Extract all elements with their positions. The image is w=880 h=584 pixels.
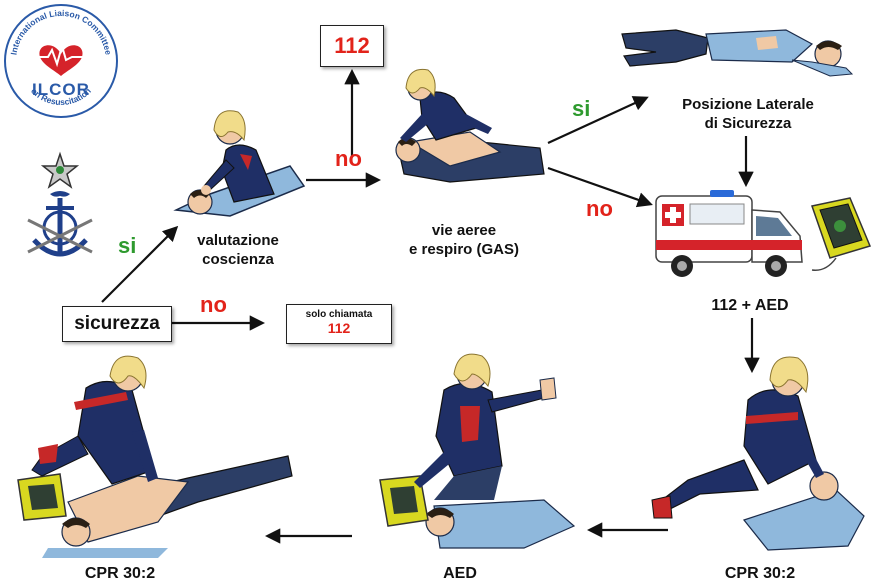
airway-line1: vie aeree: [376, 222, 552, 241]
label-cpr-right: CPR 30:2: [700, 564, 820, 584]
ambulance-icon: [650, 186, 806, 282]
node-112: 112: [320, 25, 384, 67]
call-only-title: solo chiamata: [287, 309, 391, 320]
arrow-breathing-yes: [548, 98, 646, 143]
node-call-only: solo chiamata 112: [286, 304, 392, 344]
edge-label-safety-no: no: [200, 292, 227, 318]
recovery-line2: di Sicurezza: [660, 115, 836, 134]
cpr-right-illustration: [648, 350, 872, 560]
label-aed-step: AED: [410, 564, 510, 584]
label-airway: vie aeree e respiro (GAS): [376, 222, 552, 260]
label-112-aed: 112 + AED: [690, 296, 810, 316]
airway-breathing-illustration: [380, 62, 548, 194]
label-recovery-position: Posizione Laterale di Sicurezza: [660, 96, 836, 134]
label-consciousness: valutazione coscienza: [168, 232, 308, 270]
consciousness-line1: valutazione: [168, 232, 308, 251]
aed-device-icon: [806, 196, 874, 276]
edge-label-breathing-yes: si: [572, 96, 590, 122]
edge-label-safety-yes: si: [118, 233, 136, 259]
aed-step-illustration: [374, 350, 584, 560]
edge-label-breathing-no: no: [586, 196, 613, 222]
call-only-number: 112: [287, 320, 391, 336]
recovery-line1: Posizione Laterale: [660, 96, 836, 115]
airway-line2: e respiro (GAS): [376, 241, 552, 260]
consciousness-check-illustration: [170, 90, 310, 225]
cpr-left-illustration: [8, 352, 298, 560]
recovery-position-illustration: [616, 4, 860, 84]
consciousness-line2: coscienza: [168, 251, 308, 270]
start-label: sicurezza: [63, 307, 171, 341]
arrow-safety-yes: [102, 228, 176, 302]
label-cpr-left: CPR 30:2: [60, 564, 180, 584]
edge-label-consciousness-no: no: [335, 146, 362, 172]
call-112-label: 112: [321, 26, 383, 66]
node-start-safety: sicurezza: [62, 306, 172, 342]
